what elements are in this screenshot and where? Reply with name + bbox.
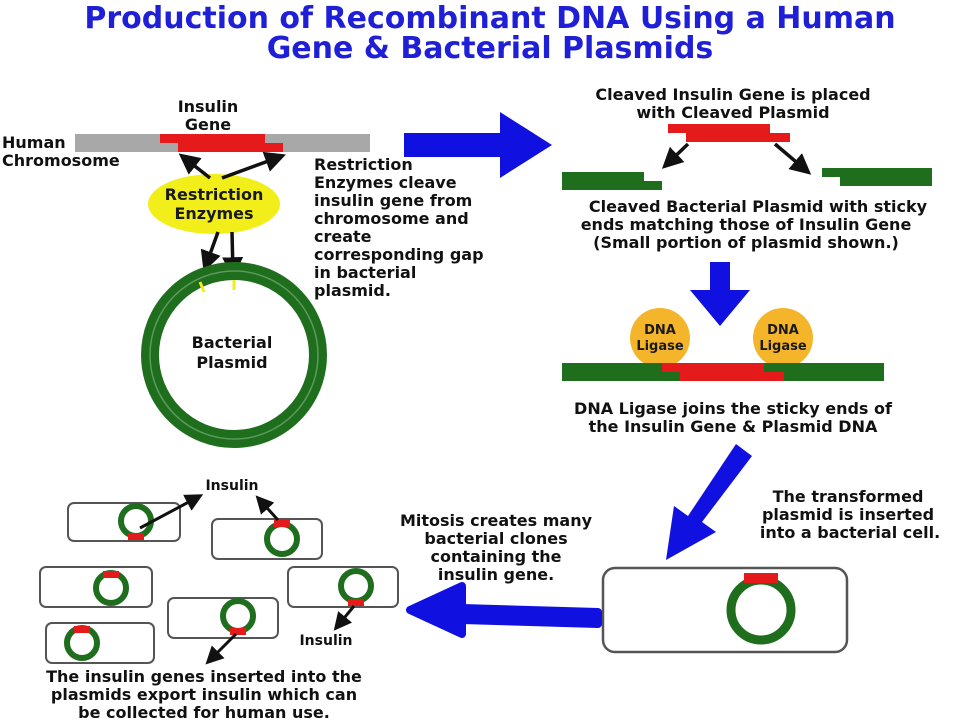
insulin-export-arrow-2 [255, 495, 280, 522]
human-chromosome-label-2: Chromosome [2, 151, 120, 170]
restriction-text-line-6: corresponding gap [314, 245, 484, 264]
step-clones: Mitosis creates many bacterial clones co… [39, 478, 593, 720]
restriction-text-line-3: insulin gene from [314, 191, 472, 210]
chromosome-strand-lower-right [283, 143, 370, 152]
mitosis-text-line-2: bacterial clones [424, 529, 567, 548]
cleaved-plasmid-left-upper [562, 172, 644, 181]
joined-gene-upper [662, 363, 764, 372]
mitosis-text-line-1: Mitosis creates many [400, 511, 593, 530]
cleaved-plasmid-text-line-1: Cleaved Bacterial Plasmid with sticky [589, 197, 928, 216]
dna-ligase-label-right-2: Ligase [759, 339, 807, 354]
cleaved-gene-lower [686, 133, 790, 142]
insulin-gene-label-1: Insulin [178, 97, 239, 116]
cleaved-plasmid-text-line-2: ends matching those of Insulin Gene [581, 215, 912, 234]
export-text-line-1: The insulin genes inserted into the [46, 667, 362, 686]
insulin-export-arrow-1 [139, 494, 204, 530]
dna-ligase-label-left-1: DNA [644, 323, 676, 338]
blue-arrow-diagonal [666, 444, 752, 560]
clone-gene-5 [348, 599, 364, 606]
joined-plasmid-left-upper [562, 363, 662, 372]
clone-gene-2 [274, 520, 290, 527]
title-line-1: Production of Recombinant DNA Using a Hu… [84, 1, 895, 36]
restriction-text-line-5: create [314, 227, 372, 246]
export-text-line-3: be collected for human use. [78, 703, 330, 720]
blue-arrow-right [404, 112, 552, 178]
blue-arrow-left [406, 582, 602, 638]
enzyme-arrow-plasmid-left [200, 231, 221, 272]
dna-ligase-circle-left [630, 308, 690, 368]
chromosome-strand-upper-left [75, 134, 175, 143]
insulin-gene-strand-lower [178, 143, 283, 152]
bacterial-plasmid-label-2: Plasmid [196, 353, 267, 372]
restriction-enzymes-label-2: Enzymes [174, 204, 253, 223]
transformed-text-line-2: plasmid is inserted [762, 505, 934, 524]
cleaved-placed-line-1: Cleaved Insulin Gene is placed [595, 85, 870, 104]
insulin-label-top: Insulin [205, 478, 258, 494]
ligase-text-line-1: DNA Ligase joins the sticky ends of [574, 399, 893, 418]
enzyme-arrow-left [178, 153, 212, 180]
restriction-text-line-2: Enzymes cleave [314, 173, 457, 192]
restriction-text-line-4: chromosome and [314, 209, 469, 228]
export-text-line-2: plasmids export insulin which can [51, 685, 357, 704]
blue-arrow-down [690, 262, 750, 326]
restriction-text-line-8: plasmid. [314, 281, 391, 300]
dna-ligase-circle-right [753, 308, 813, 368]
chromosome-strand-lower-left [75, 143, 185, 152]
step-cleaved: Cleaved Insulin Gene is placed with Clea… [562, 85, 932, 252]
transformed-text-line-1: The transformed [773, 487, 924, 506]
mitosis-text-line-3: containing the [431, 547, 562, 566]
clone-gene-1 [128, 533, 144, 540]
transformed-bacterial-cell [601, 566, 849, 654]
title-line-2: Gene & Bacterial Plasmids [267, 31, 714, 66]
mitosis-text-line-4: insulin gene. [438, 565, 554, 584]
insulin-gene-strand-upper [160, 134, 265, 143]
plasmid-cut-mark-left [198, 281, 206, 293]
clone-gene-6 [74, 626, 90, 633]
human-chromosome-label-1: Human [2, 133, 66, 152]
cleaved-plasmid-right-upper [822, 168, 932, 177]
dna-ligase-label-left-2: Ligase [636, 339, 684, 354]
restriction-text-line-1: Restriction [314, 155, 413, 174]
joined-plasmid-right-lower [784, 372, 884, 381]
ligase-text-line-2: the Insulin Gene & Plasmid DNA [589, 417, 878, 436]
cleaved-plasmid-text-line-3: (Small portion of plasmid shown.) [593, 233, 899, 252]
insulin-gene-label-2: Gene [185, 115, 231, 134]
transformed-text-line-3: into a bacterial cell. [760, 523, 940, 542]
step-transformed-cell: The transformed plasmid is inserted into… [601, 487, 940, 654]
enzyme-arrow-right [221, 151, 286, 180]
dna-ligase-label-right-1: DNA [767, 323, 799, 338]
restriction-text-line-7: in bacterial [314, 263, 416, 282]
cleaved-plasmid-left-lower [562, 181, 662, 190]
cleaved-placed-line-2: with Cleaved Plasmid [636, 103, 829, 122]
cleaved-plasmid-right-lower [840, 177, 932, 186]
restriction-enzymes-label-1: Restriction [165, 185, 264, 204]
clone-gene-4 [230, 628, 246, 635]
joined-gene-lower [680, 372, 784, 381]
step-ligase: DNA Ligase DNA Ligase DNA Ligase joins t… [562, 308, 893, 436]
restriction-enzymes-ellipse [148, 174, 280, 234]
joined-plasmid-right-upper [764, 363, 884, 372]
insulin-label-bottom: Insulin [299, 633, 352, 649]
insulin-export-arrow-5 [333, 605, 356, 631]
cleaved-gene-upper [668, 124, 770, 133]
bacterial-plasmid-label-1: Bacterial [192, 333, 273, 352]
chromosome-strand-upper-right [265, 134, 370, 143]
cleaved-arrow-left [661, 142, 690, 169]
joined-plasmid-left-lower [562, 372, 680, 381]
transformed-plasmid-gene [744, 573, 778, 583]
bacterial-plasmid-inner-line [149, 270, 319, 440]
clone-gene-3 [103, 571, 119, 578]
step-human-chromosome: Insulin Gene Human Chromosome Restrictio… [2, 97, 484, 448]
insulin-export-arrow-4 [205, 632, 238, 665]
cleaved-arrow-right [773, 142, 812, 175]
